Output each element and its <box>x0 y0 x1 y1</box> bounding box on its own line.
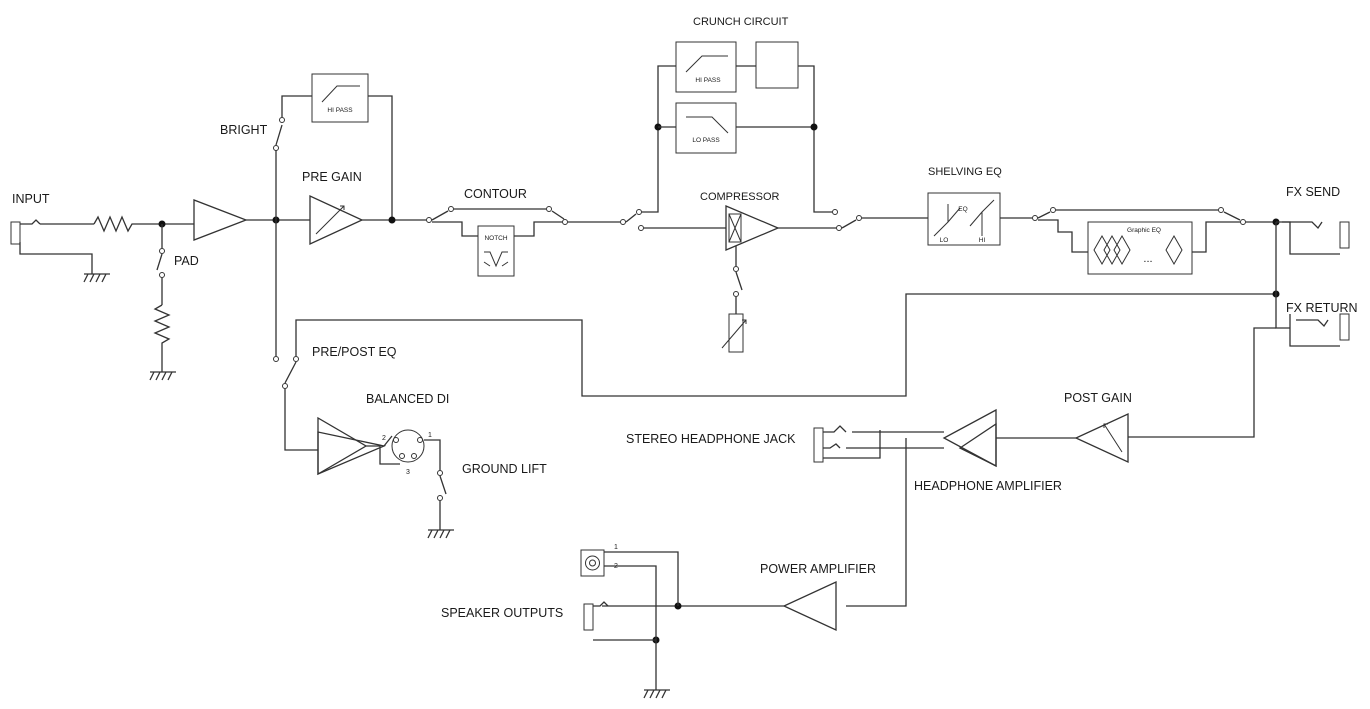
hi-pass-filter-bright: HI PASS <box>311 73 369 123</box>
crunch-hi-pass-filter: HI PASS <box>675 41 737 93</box>
shelving-eq-block: EQ LO HI <box>927 192 1001 246</box>
pre-post-eq-label: PRE/POST EQ <box>312 345 397 359</box>
speaker-outputs-label: SPEAKER OUTPUTS <box>441 606 563 620</box>
junction-crunch-out <box>810 123 818 131</box>
crunch-distortion-block <box>755 41 799 89</box>
graphic-eq-label: Graphic EQ <box>1127 227 1161 234</box>
stereo-headphone-jack <box>813 425 881 463</box>
notch-label: NOTCH <box>484 235 507 242</box>
shelving-lo-label: LO <box>940 237 949 244</box>
stereo-headphone-jack-label: STEREO HEADPHONE JACK <box>626 432 796 446</box>
input-ground-symbol <box>83 273 110 283</box>
graphic-eq-switch-right <box>1218 207 1276 225</box>
crunch-lo-pass-label: LO PASS <box>692 137 720 144</box>
ground-lift-label: GROUND LIFT <box>462 462 547 476</box>
balanced-di-driver <box>317 416 400 476</box>
speakon-pin-2-label: 2 <box>614 563 618 570</box>
ground-lift-switch <box>424 439 447 530</box>
compressor-sidechain-switch <box>733 246 743 314</box>
junction-pre-gain-out <box>388 216 396 224</box>
headphone-amplifier <box>942 408 997 468</box>
power-amplifier <box>782 580 837 632</box>
input-buffer-amp <box>193 199 248 241</box>
fx-send-jack <box>1276 221 1350 255</box>
fx-return-jack <box>1128 294 1350 438</box>
di-ground-symbol <box>427 529 454 539</box>
pre-post-eq-switch <box>273 293 1276 451</box>
speakon-pin-1-label: 1 <box>614 544 618 551</box>
pre-gain-amp <box>309 194 364 246</box>
xlr-pin-1-label: 1 <box>428 432 432 439</box>
crunch-switch-right <box>832 209 928 231</box>
speakon-connector: 1 2 <box>580 544 618 577</box>
crunch-hi-pass-label: HI PASS <box>695 77 721 84</box>
crunch-switch-left <box>620 209 726 231</box>
xlr-pin-3-label: 3 <box>406 469 410 476</box>
shelving-hi-label: HI <box>979 237 986 244</box>
post-gain-label: POST GAIN <box>1064 391 1132 405</box>
crunch-circuit-label: CRUNCH CIRCUIT <box>693 16 789 28</box>
speaker-jack <box>583 601 656 641</box>
headphone-amplifier-label: HEADPHONE AMPLIFIER <box>914 479 1062 493</box>
input-resistor <box>93 215 194 233</box>
power-amplifier-label: POWER AMPLIFIER <box>760 562 876 576</box>
pad-ground-symbol <box>149 371 176 381</box>
contour-switch-left <box>426 206 546 237</box>
shelving-eq-label: SHELVING EQ <box>928 166 1002 178</box>
speaker-ground-symbol <box>643 689 670 699</box>
graphic-eq-switch-left <box>1032 207 1218 253</box>
compressor-amp <box>725 205 780 251</box>
crunch-lo-pass-filter: LO PASS <box>675 102 737 154</box>
pad-switch <box>156 224 165 305</box>
pad-resistor <box>153 304 171 372</box>
input-label: INPUT <box>12 192 50 206</box>
contour-switch-right <box>546 206 620 225</box>
contour-label: CONTOUR <box>464 187 527 201</box>
hi-pass-bright-label: HI PASS <box>327 107 353 114</box>
bright-label: BRIGHT <box>220 123 268 137</box>
xlr-connector: 2 1 3 <box>382 429 432 476</box>
pre-gain-label: PRE GAIN <box>302 170 362 184</box>
notch-filter: NOTCH <box>477 225 515 277</box>
compressor-variable-resistor <box>721 313 747 353</box>
pad-label: PAD <box>174 254 199 268</box>
post-gain-amp <box>1074 412 1129 464</box>
compressor-label: COMPRESSOR <box>700 191 780 203</box>
fx-return-label: FX RETURN <box>1286 301 1358 315</box>
xlr-pin-2-label: 2 <box>382 435 386 442</box>
graphic-eq-ellipsis: ... <box>1143 253 1152 265</box>
input-jack <box>10 219 93 274</box>
bright-switch <box>273 95 312 220</box>
fx-send-label: FX SEND <box>1286 185 1340 199</box>
graphic-eq-block: Graphic EQ ... <box>1087 221 1193 275</box>
shelving-eq-inner-label: EQ <box>958 206 967 213</box>
balanced-di-label: BALANCED DI <box>366 392 449 406</box>
